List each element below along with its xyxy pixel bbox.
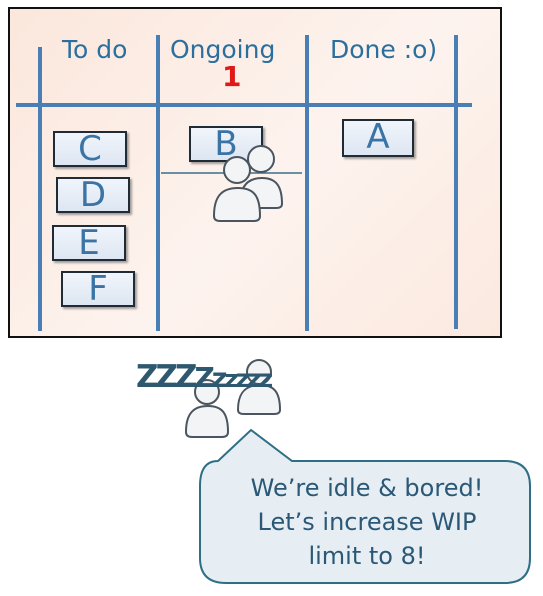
column-header-ongoing: Ongoing xyxy=(170,35,276,64)
speech-line: Let’s increase WIP xyxy=(257,508,477,536)
task-card-a[interactable]: A xyxy=(342,119,414,157)
snore-letter: z xyxy=(224,365,238,393)
snore-letter: z xyxy=(258,364,273,393)
task-card-d[interactable]: D xyxy=(56,177,130,213)
board-grid-lines xyxy=(16,35,472,331)
workers-on-card xyxy=(212,145,284,222)
snore-letter: Z xyxy=(155,359,178,395)
snore-letter: Z xyxy=(136,359,159,395)
idle-workers xyxy=(184,359,282,438)
column-header-done: Done :o) xyxy=(330,35,438,64)
person-icon xyxy=(236,359,282,415)
person-icon xyxy=(184,379,230,438)
task-card-e[interactable]: E xyxy=(52,225,126,261)
speech-line: We’re idle & bored! xyxy=(250,474,484,502)
snore-letter: z xyxy=(247,364,261,393)
person-icon xyxy=(212,156,262,222)
speech-bubble-text: We’re idle & bored! Let’s increase WIP l… xyxy=(206,471,528,573)
kanban-board: To do Ongoing Done :o) 1 C D E F B A xyxy=(8,7,502,338)
task-card-f[interactable]: F xyxy=(61,271,135,307)
snore-letter: Z xyxy=(194,361,214,394)
column-header-todo: To do xyxy=(62,35,128,64)
wip-limit-value: 1 xyxy=(222,60,242,93)
snore-letter: z xyxy=(211,363,228,394)
task-card-c[interactable]: C xyxy=(53,131,127,167)
snore-letter: z xyxy=(235,364,249,393)
speech-line: limit to 8! xyxy=(308,542,426,570)
snore-letter: Z xyxy=(174,359,198,395)
snore-text: ZZZZzzzzz xyxy=(136,359,273,395)
